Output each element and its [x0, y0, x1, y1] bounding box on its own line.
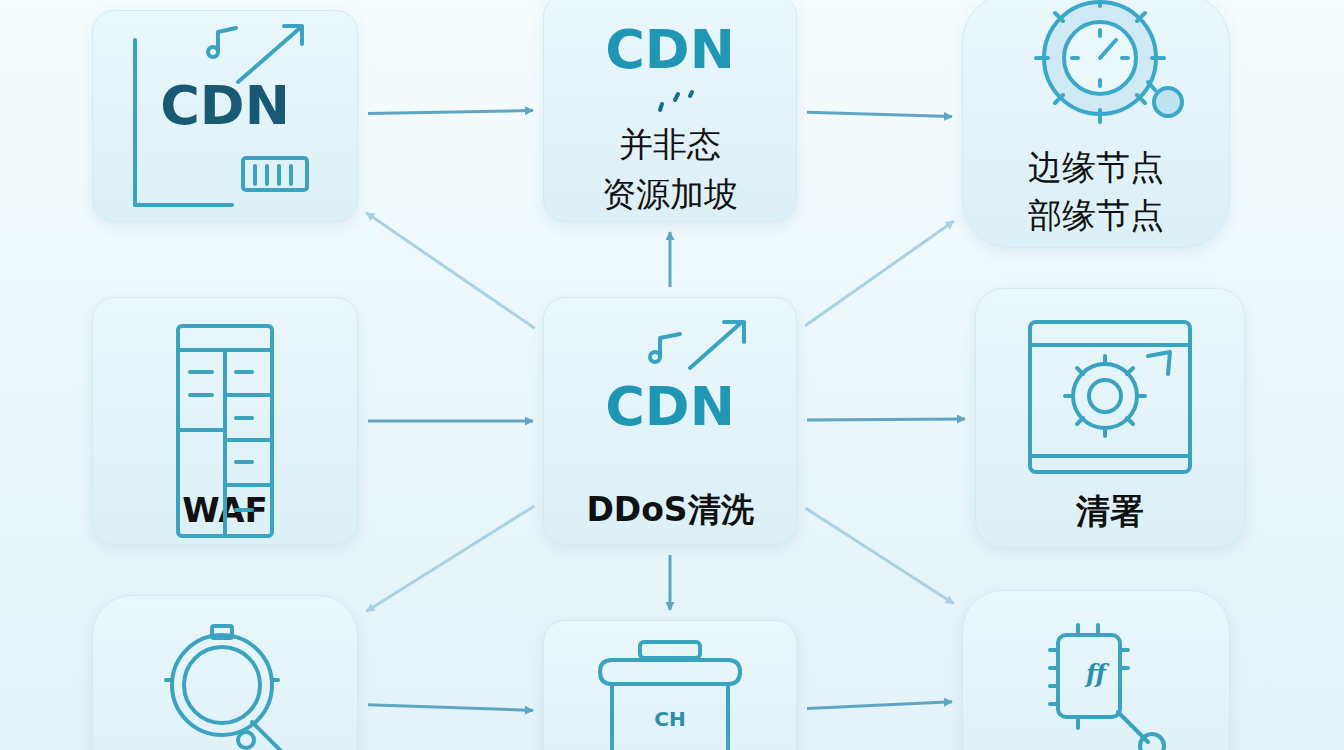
gear-icon [1036, 0, 1182, 122]
flow-arrow [805, 221, 954, 326]
chart-icon [135, 26, 307, 205]
box-label: DDoS清洗 [555, 490, 785, 530]
flow-arrow [669, 232, 672, 287]
flow-arrow [368, 420, 533, 423]
flow-arrow [805, 508, 953, 603]
accent-marks [660, 92, 692, 110]
container-icon [600, 642, 740, 750]
flow-arrow [669, 555, 672, 610]
diagram-box: CDN 并非态 资源加坡 [543, 0, 797, 222]
box-label: 清署 [1000, 491, 1220, 532]
diagram-box [92, 595, 358, 750]
flow-arrow [807, 419, 965, 420]
flow-arrow [807, 702, 952, 709]
box-label: CDN [115, 73, 335, 138]
magnifier-icon [166, 626, 282, 750]
diagram-box: ff [962, 590, 1230, 750]
window-gear-icon [1030, 322, 1190, 472]
box-label: 并非态 资源加坡 [585, 119, 755, 219]
diagram-box: CH [543, 620, 797, 750]
diagram-box: WAF [92, 297, 358, 545]
box-label: ff [1066, 659, 1126, 688]
box-label: CDN [560, 374, 780, 439]
cabinet-icon [178, 326, 272, 536]
diagram-box: CDN [92, 10, 358, 222]
box-label: CDN [560, 17, 780, 82]
flow-arrow [368, 705, 533, 711]
flow-arrow [366, 213, 535, 328]
chip-icon [1050, 625, 1164, 750]
box-label: WAF [115, 490, 335, 531]
box-label: CH [630, 707, 710, 731]
diagram-box: 清署 [975, 288, 1245, 548]
trend-arrow-icon [650, 322, 744, 368]
diagram-box: CDN DDoS清洗 [543, 297, 797, 545]
flow-arrow [366, 506, 534, 611]
diagram-box: 边缘节点 部缘节点 [962, 0, 1230, 248]
flow-arrow [807, 112, 952, 116]
box-label: 边缘节点 部缘节点 [1004, 143, 1189, 239]
flow-arrow [368, 110, 533, 113]
